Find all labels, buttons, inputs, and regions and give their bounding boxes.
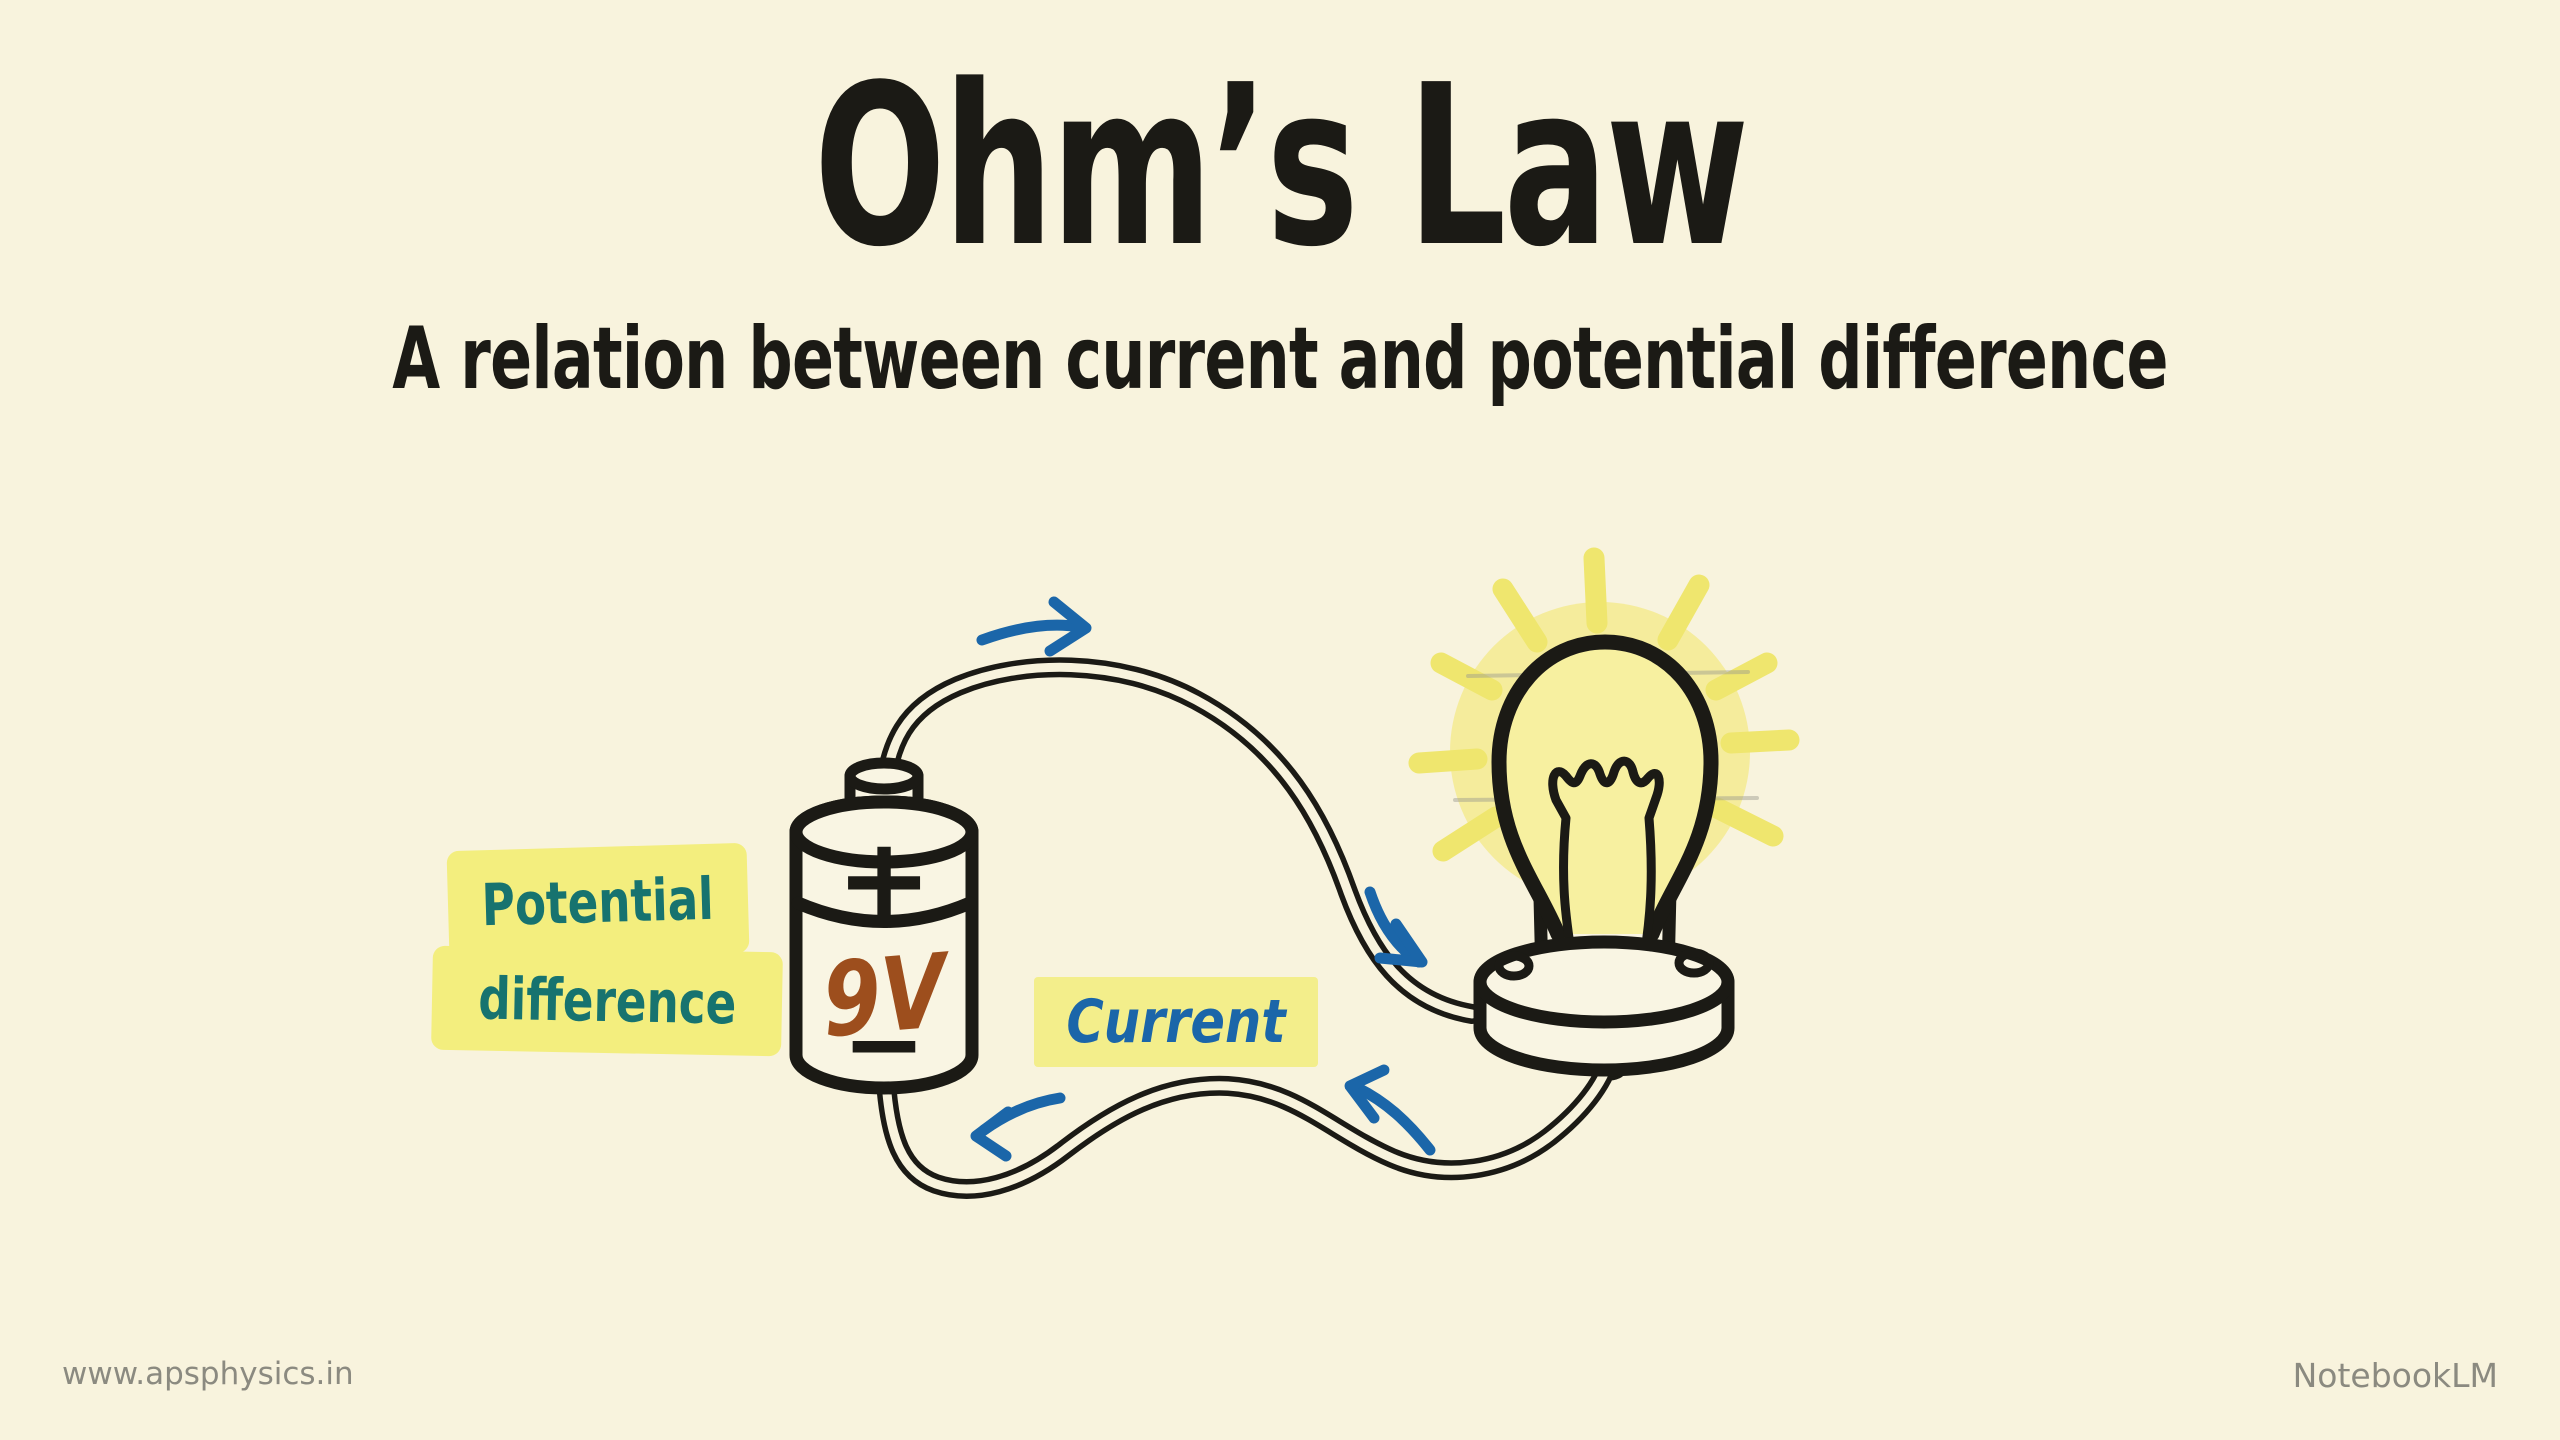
footer-website-url: www.apsphysics.in <box>62 1356 354 1392</box>
battery-top-rim <box>789 795 979 869</box>
potential-difference-label-line2: difference <box>431 945 783 1057</box>
battery-terminal-top <box>844 757 924 795</box>
battery-minus-symbol: − <box>842 985 926 1102</box>
potential-difference-text2: difference <box>477 964 737 1038</box>
bulb-filament <box>1548 756 1664 963</box>
battery-voltage-label: 9V <box>819 930 955 1060</box>
bulb-glass-fill <box>1499 642 1712 934</box>
page-title-text: Ohm’s Law <box>813 38 1749 296</box>
potential-difference-text1: Potential <box>481 864 715 940</box>
top-wire <box>874 657 1482 1024</box>
current-label-text: Current <box>1066 987 1286 1057</box>
bulb-glass-outline <box>1491 634 1719 942</box>
potential-difference-label-line1: Potential <box>446 842 750 962</box>
arrow-bottom-left <box>970 1092 1066 1162</box>
base-screw-hole <box>1494 951 1534 981</box>
current-arrows <box>970 596 1436 1162</box>
light-rays-icon <box>1408 547 1800 862</box>
base-screw-hole <box>1674 948 1714 978</box>
arrow-bottom-right <box>1344 1064 1436 1156</box>
arrow-right <box>1364 886 1428 968</box>
page-subtitle: A relation between current and potential… <box>0 312 2560 407</box>
bulb-illustration <box>1473 634 1735 1077</box>
battery-plus-symbol: + <box>836 813 932 947</box>
page-subtitle-text: A relation between current and potential… <box>392 309 2168 409</box>
arrow-top <box>976 596 1092 657</box>
footer-notebooklm-credit: NotebookLM <box>2292 1356 2498 1395</box>
page-title: Ohm’s Law <box>0 52 2560 283</box>
current-label: Current <box>1034 977 1318 1067</box>
battery-illustration: + 9V − <box>789 757 979 1102</box>
battery-divider <box>791 896 977 928</box>
bulb-base-top <box>1473 935 1735 1029</box>
